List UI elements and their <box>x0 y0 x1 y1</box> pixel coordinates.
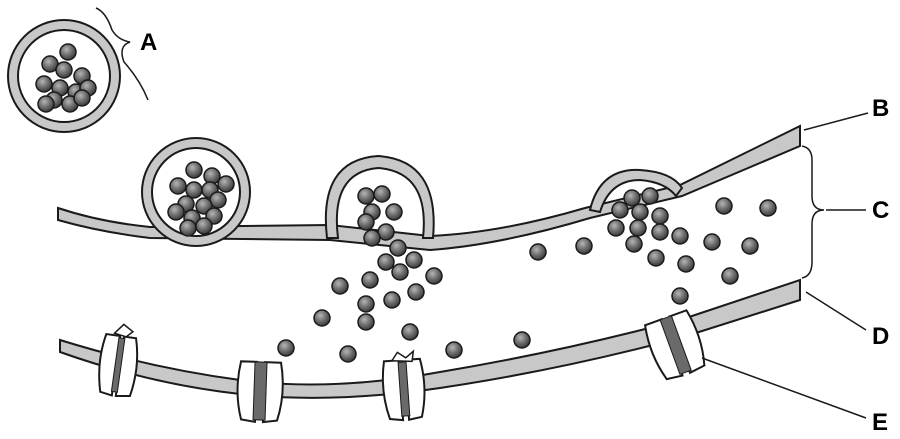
neurotransmitter-molecule <box>530 244 546 260</box>
neurotransmitter-molecule <box>362 272 378 288</box>
neurotransmitter-molecule <box>642 188 658 204</box>
label-a: A <box>140 29 157 56</box>
neurotransmitter-molecule <box>402 324 418 340</box>
neurotransmitter-molecule <box>742 238 758 254</box>
neurotransmitter-molecule <box>358 214 374 230</box>
neurotransmitter-molecule <box>386 204 402 220</box>
neurotransmitter-molecule <box>378 254 394 270</box>
neurotransmitter-molecule <box>196 218 212 234</box>
neurotransmitter-molecule <box>74 90 90 106</box>
neurotransmitter-molecule <box>648 250 664 266</box>
neurotransmitter-molecule <box>678 256 694 272</box>
neurotransmitter-molecule <box>278 340 294 356</box>
label-d-leader <box>806 292 866 330</box>
neurotransmitter-molecule <box>218 176 234 192</box>
neurotransmitter-molecule <box>608 220 624 236</box>
neurotransmitter-molecule <box>406 252 422 268</box>
neurotransmitter-molecule <box>340 346 356 362</box>
neurotransmitter-molecule <box>332 278 348 294</box>
neurotransmitter-molecule <box>392 264 408 280</box>
label-c: C <box>872 197 889 224</box>
label-e-leader <box>702 358 866 418</box>
neurotransmitter-molecule <box>626 236 642 252</box>
neurotransmitter-molecule <box>760 200 776 216</box>
label-b-leader <box>804 113 868 130</box>
neurotransmitter-molecule <box>632 204 648 220</box>
neurotransmitter-molecule <box>426 268 442 284</box>
neurotransmitter-molecule <box>652 224 668 240</box>
neurotransmitter-molecule <box>672 288 688 304</box>
neurotransmitter-molecule <box>672 228 688 244</box>
neurotransmitter-molecule <box>358 188 374 204</box>
neurotransmitter-molecule <box>56 62 72 78</box>
neurotransmitter-molecule <box>408 284 424 300</box>
neurotransmitter-molecule <box>38 96 54 112</box>
neurotransmitter-molecule <box>180 220 196 236</box>
neurotransmitter-molecule <box>170 178 186 194</box>
receptor-channel <box>95 322 142 398</box>
label-c-brace <box>802 146 824 278</box>
label-b: B <box>872 95 889 122</box>
receptor-channel <box>381 351 427 422</box>
neurotransmitter-molecule <box>704 234 720 250</box>
neurotransmitter-molecule <box>358 296 374 312</box>
neurotransmitter-molecule <box>314 310 330 326</box>
label-e: E <box>872 409 888 436</box>
neurotransmitter-molecule <box>390 240 406 256</box>
neurotransmitter-molecule <box>384 292 400 308</box>
neurotransmitter-molecule <box>722 268 738 284</box>
neurotransmitter-molecule <box>446 342 462 358</box>
neurotransmitter-molecule <box>630 220 646 236</box>
neurotransmitter-molecule <box>374 186 390 202</box>
neurotransmitter-molecule <box>364 230 380 246</box>
receptor-channel <box>236 361 283 423</box>
neurotransmitter-molecule <box>168 204 184 220</box>
neurotransmitter-molecule <box>36 76 52 92</box>
neurotransmitter-molecule <box>716 198 732 214</box>
neurotransmitter-molecule <box>186 162 202 178</box>
label-d: D <box>872 323 889 350</box>
neurotransmitter-molecule <box>652 208 668 224</box>
neurotransmitter-molecule <box>358 314 374 330</box>
neurotransmitter-molecule <box>514 332 530 348</box>
neurotransmitter-molecule <box>612 202 628 218</box>
neurotransmitter-molecule <box>576 238 592 254</box>
neurotransmitter-molecule <box>60 44 76 60</box>
